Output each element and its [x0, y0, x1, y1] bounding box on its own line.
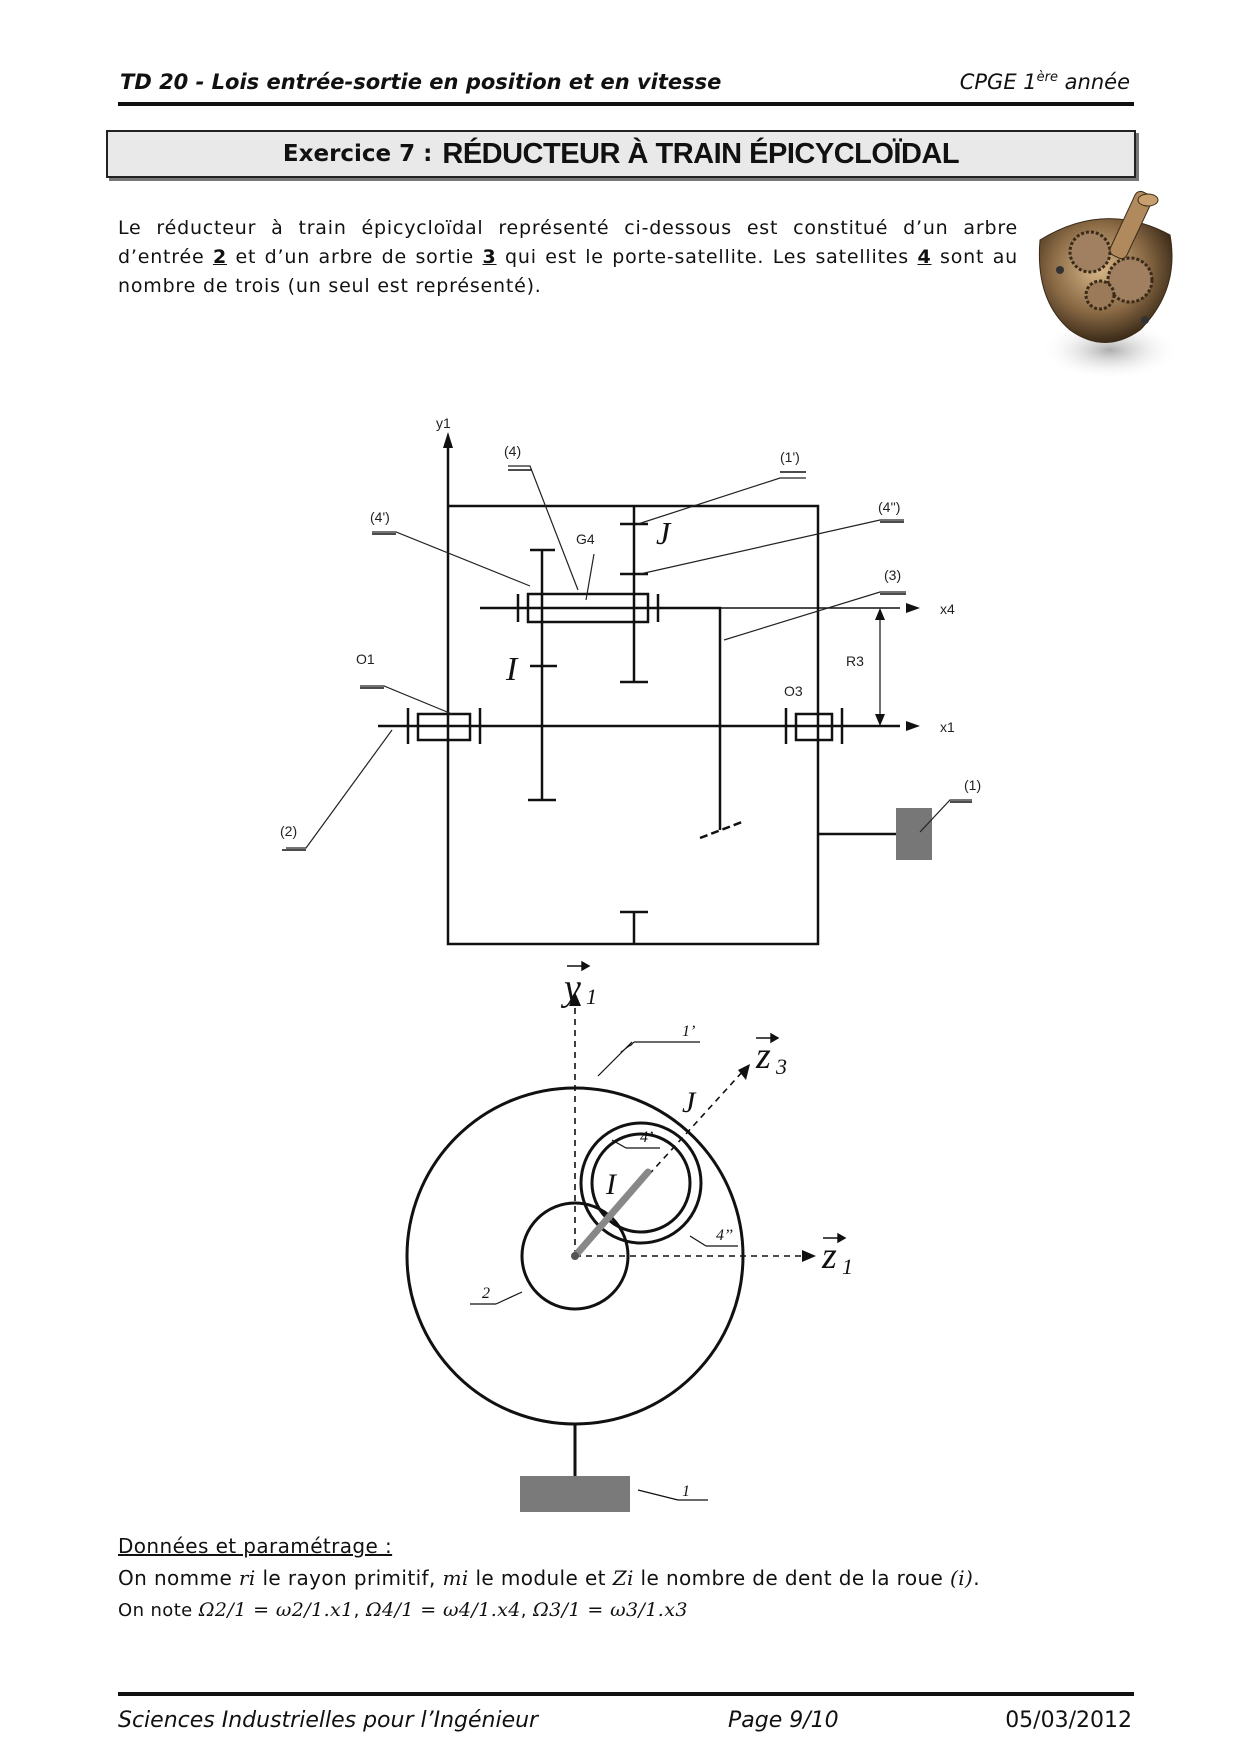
label-1prime: (1'): [780, 449, 800, 465]
label-3: (3): [884, 567, 901, 583]
label-1prime-2: 1’: [682, 1023, 695, 1040]
carrier-arm: [571, 1168, 652, 1260]
header-rule: [118, 102, 1134, 106]
label-1-2: 1: [682, 1483, 690, 1500]
footer-course: Sciences Industrielles pour l’Ingénieur: [118, 1708, 539, 1733]
label-I: I: [505, 651, 519, 688]
header-class: CPGE 1ère année: [959, 70, 1130, 94]
label-2: (2): [280, 823, 297, 839]
label-I-2: I: [605, 1168, 618, 1201]
axis-z1-sub: 1: [842, 1254, 853, 1279]
reducer-photo: [1038, 190, 1180, 380]
label-J-2: J: [682, 1086, 697, 1119]
exercise-title: RÉDUCTEUR À TRAIN ÉPICYCLOÏDAL: [442, 137, 960, 170]
data-line-1: On nomme ri le rayon primitif, mi le mod…: [118, 1566, 980, 1590]
label-G4: G4: [576, 531, 595, 547]
data-section-title: Données et paramétrage :: [118, 1534, 393, 1558]
label-4prime-2: 4’: [640, 1129, 653, 1146]
footer-page: Page 9/10: [728, 1708, 839, 1733]
ground-block-2: [520, 1476, 630, 1512]
axis-z3: z: [755, 1035, 771, 1077]
label-O3: O3: [784, 683, 803, 699]
axis-z1: z: [821, 1235, 837, 1277]
exercise-number: Exercice 7 :: [282, 141, 433, 167]
ground-block: [896, 808, 932, 860]
intro-paragraph: Le réducteur à train épicycloïdal représ…: [118, 217, 1018, 297]
header-title: TD 20 - Lois entrée-sortie en position e…: [120, 70, 722, 94]
footer-rule: [118, 1692, 1134, 1696]
label-2-2: 2: [482, 1285, 490, 1302]
axis-y1: y: [560, 967, 581, 1009]
label-4prime: (4'): [370, 509, 390, 525]
axis-z3-sub: 3: [775, 1054, 787, 1079]
label-1: (1): [964, 777, 981, 793]
label-y1: y1: [436, 415, 451, 431]
label-4second-2: 4’’: [716, 1227, 733, 1244]
label-J: J: [656, 515, 672, 551]
label-x1: x1: [940, 719, 955, 735]
label-4second: (4''): [878, 499, 900, 515]
label-4: (4): [504, 443, 521, 459]
data-line-2: On note Ω2/1 = ω2/1.x1, Ω4/1 = ω4/1.x4, …: [118, 1599, 688, 1621]
axis-y1-sub: 1: [586, 984, 597, 1009]
label-O1: O1: [356, 651, 375, 667]
label-x4: x4: [940, 601, 955, 617]
exercise-title-box: Exercice 7 : RÉDUCTEUR À TRAIN ÉPICYCLOÏ…: [106, 130, 1136, 178]
footer-date: 05/03/2012: [1005, 1708, 1132, 1733]
label-R3: R3: [846, 653, 864, 669]
data-section: Données et paramétrage : On nomme ri le …: [118, 1530, 980, 1627]
